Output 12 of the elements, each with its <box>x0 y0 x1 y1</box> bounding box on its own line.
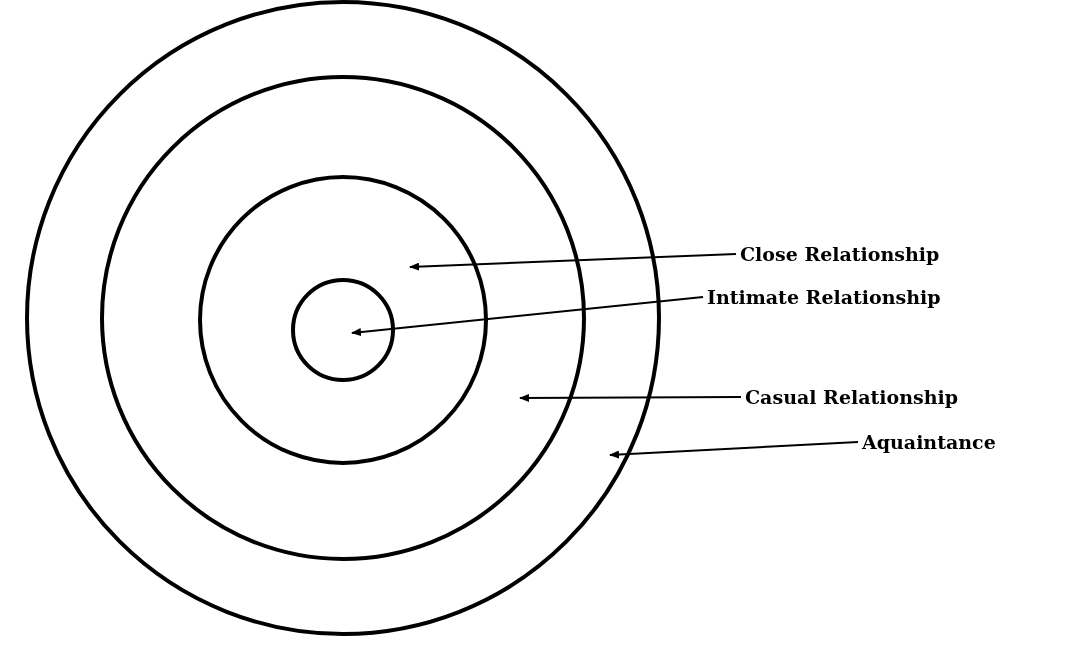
leader-arrow <box>351 296 704 337</box>
relationship-label: Aquaintance <box>862 431 996 453</box>
leader-arrow <box>609 441 859 459</box>
ring-circle <box>100 75 586 561</box>
ring-circle <box>25 0 661 636</box>
leader-arrow <box>409 253 737 271</box>
leader-arrow <box>519 393 742 402</box>
relationship-label: Close Relationship <box>740 243 940 265</box>
relationship-label: Casual Relationship <box>745 386 958 408</box>
ring-circle <box>198 175 488 465</box>
ring-circle <box>291 278 395 382</box>
relationship-label: Intimate Relationship <box>707 286 941 308</box>
